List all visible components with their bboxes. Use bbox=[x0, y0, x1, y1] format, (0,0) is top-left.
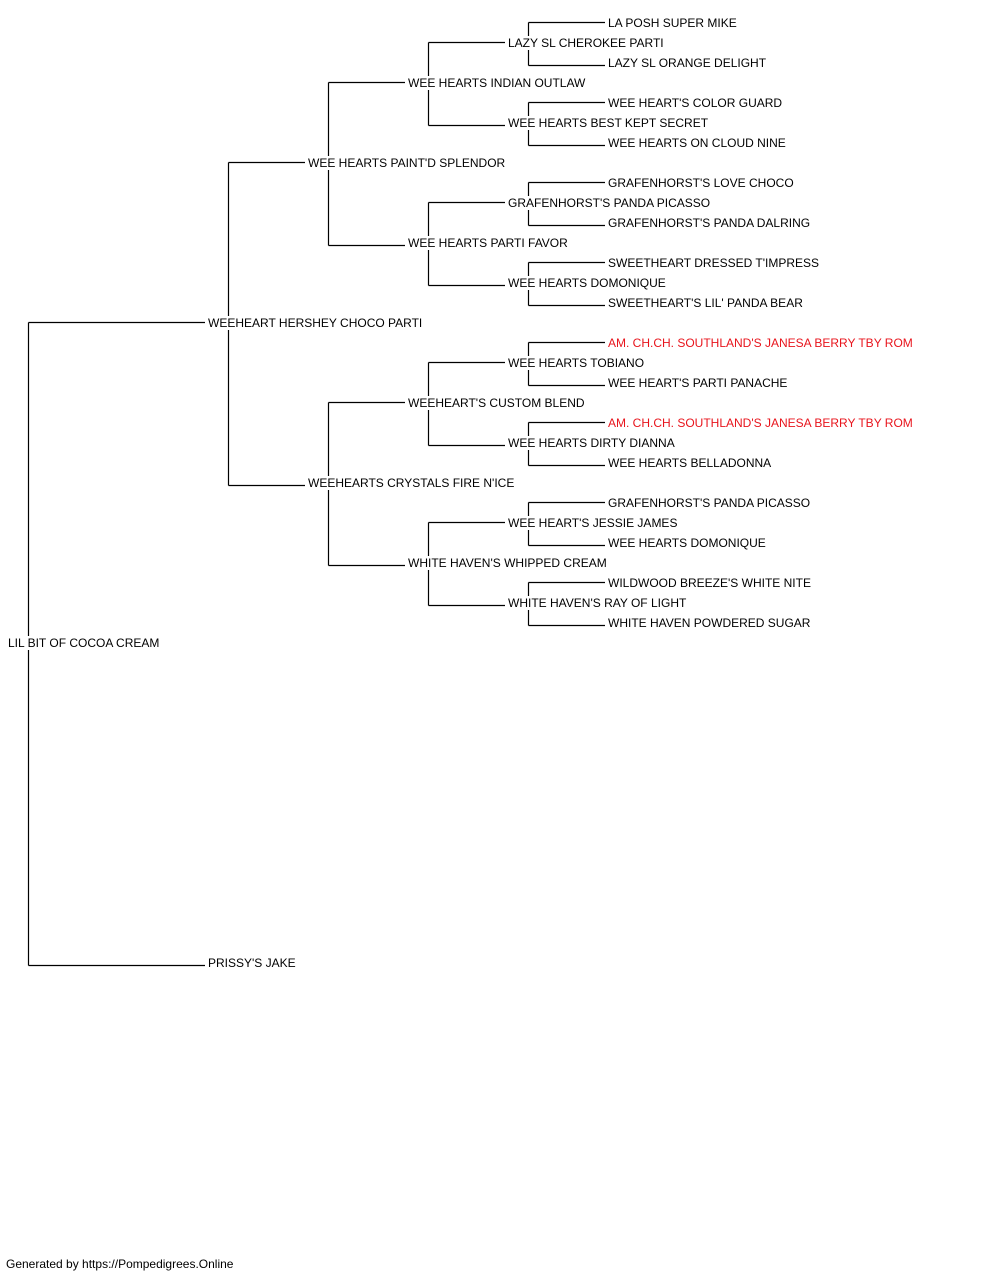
ancestor-name: SWEETHEART DRESSED T'IMPRESS bbox=[606, 256, 822, 270]
ancestor-name: GRAFENHORST'S PANDA PICASSO bbox=[606, 496, 813, 510]
dam-name: PRISSY'S JAKE bbox=[206, 956, 298, 970]
ancestor-name: WEE HEARTS BEST KEPT SECRET bbox=[506, 116, 711, 130]
ancestor-name: SWEETHEART'S LIL' PANDA BEAR bbox=[606, 296, 805, 310]
subject-name: LIL BIT OF COCOA CREAM bbox=[6, 636, 162, 650]
ancestor-name: WEE HEARTS DOMONIQUE bbox=[506, 276, 668, 290]
ancestor-name: GRAFENHORST'S PANDA PICASSO bbox=[506, 196, 713, 210]
ancestor-name: GRAFENHORST'S PANDA DALRING bbox=[606, 216, 813, 230]
grandsire-name: WEE HEARTS PAINT'D SPLENDOR bbox=[306, 156, 508, 170]
ancestor-name: WHITE HAVEN'S RAY OF LIGHT bbox=[506, 596, 689, 610]
ancestor-name: WHITE HAVEN'S WHIPPED CREAM bbox=[406, 556, 609, 570]
ancestor-name: WEE HEART'S COLOR GUARD bbox=[606, 96, 785, 110]
ancestor-name: WEE HEART'S JESSIE JAMES bbox=[506, 516, 680, 530]
champion-ancestor-name: AM. CH.CH. SOUTHLAND'S JANESA BERRY TBY … bbox=[606, 416, 915, 430]
ancestor-name: LA POSH SUPER MIKE bbox=[606, 16, 739, 30]
footer-credit: Generated by https://Pompedigrees.Online bbox=[6, 1257, 234, 1271]
ancestor-name: LAZY SL ORANGE DELIGHT bbox=[606, 56, 769, 70]
granddam-name: WEEHEARTS CRYSTALS FIRE N'ICE bbox=[306, 476, 517, 490]
sire-name: WEEHEART HERSHEY CHOCO PARTI bbox=[206, 316, 425, 330]
ancestor-name: WEE HEART'S PARTI PANACHE bbox=[606, 376, 790, 390]
ancestor-name: WEE HEARTS ON CLOUD NINE bbox=[606, 136, 788, 150]
ancestor-name: WEEHEART'S CUSTOM BLEND bbox=[406, 396, 587, 410]
ancestor-name: WEE HEARTS DIRTY DIANNA bbox=[506, 436, 677, 450]
ancestor-name: WEE HEARTS INDIAN OUTLAW bbox=[406, 76, 588, 90]
ancestor-name: WILDWOOD BREEZE'S WHITE NITE bbox=[606, 576, 813, 590]
ancestor-name: WEE HEARTS PARTI FAVOR bbox=[406, 236, 570, 250]
ancestor-name: WHITE HAVEN POWDERED SUGAR bbox=[606, 616, 813, 630]
ancestor-name: WEE HEARTS DOMONIQUE bbox=[606, 536, 768, 550]
ancestor-name: WEE HEARTS BELLADONNA bbox=[606, 456, 774, 470]
ancestor-name: GRAFENHORST'S LOVE CHOCO bbox=[606, 176, 796, 190]
champion-ancestor-name: AM. CH.CH. SOUTHLAND'S JANESA BERRY TBY … bbox=[606, 336, 915, 350]
ancestor-name: WEE HEARTS TOBIANO bbox=[506, 356, 647, 370]
ancestor-name: LAZY SL CHEROKEE PARTI bbox=[506, 36, 666, 50]
